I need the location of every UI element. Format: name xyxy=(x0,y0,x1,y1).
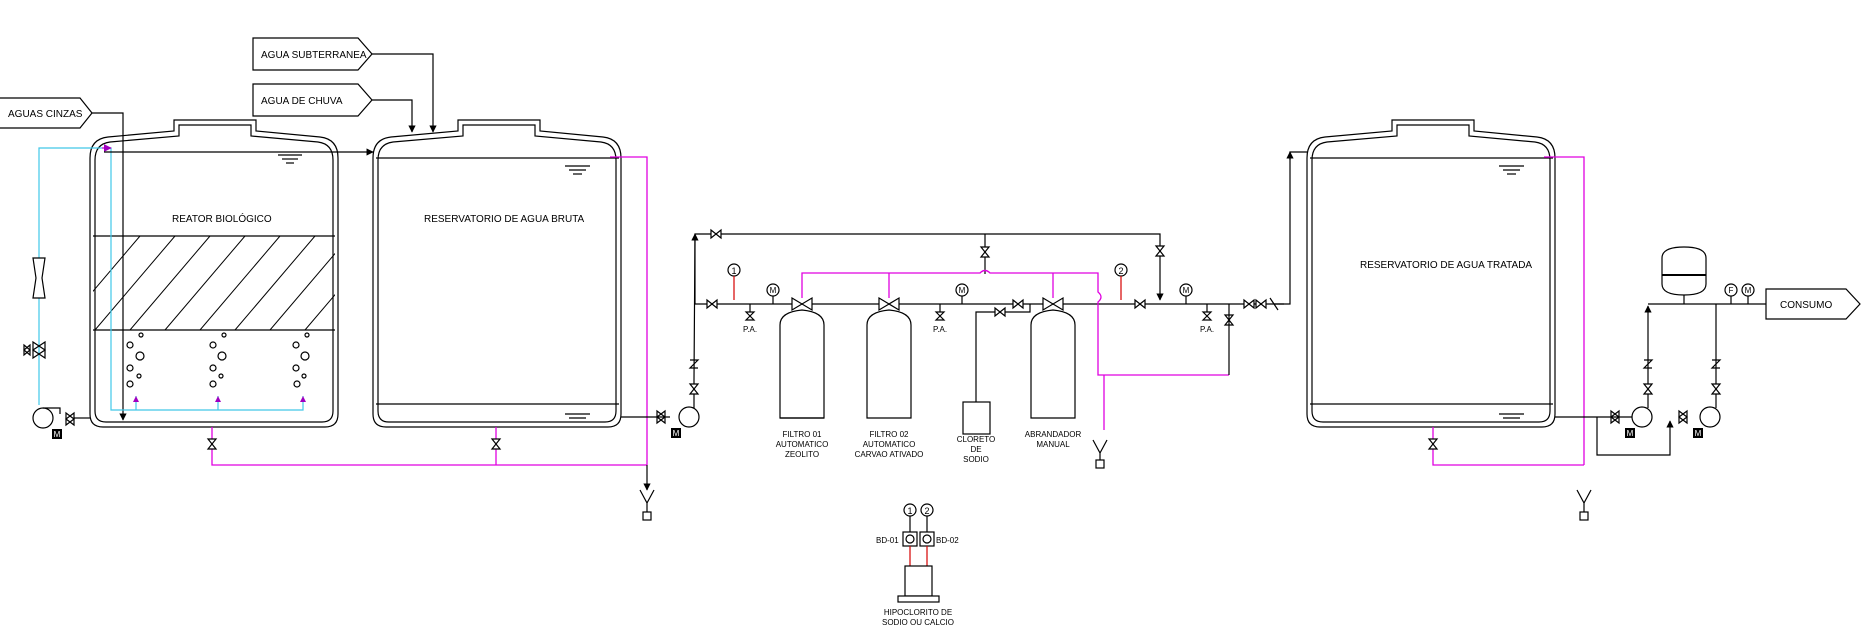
svg-text:FILTRO 01: FILTRO 01 xyxy=(783,430,823,439)
svg-text:CARVAO ATIVADO: CARVAO ATIVADO xyxy=(855,450,924,459)
svg-text:F: F xyxy=(1729,286,1734,295)
svg-text:CONSUMO: CONSUMO xyxy=(1780,300,1832,311)
svg-text:AUTOMATICO: AUTOMATICO xyxy=(776,440,829,449)
filtro-02: FILTRO 02 AUTOMATICO CARVAO ATIVADO xyxy=(855,309,924,459)
svg-text:HIPOCLORITO DE: HIPOCLORITO DE xyxy=(884,608,952,617)
drain-valve-reator[interactable] xyxy=(207,438,217,450)
tratada-overflow-line xyxy=(1544,156,1585,465)
svg-text:FILTRO 02: FILTRO 02 xyxy=(870,430,910,439)
to-tratada-pipe xyxy=(1160,151,1307,305)
svg-text:BD-01: BD-01 xyxy=(876,536,899,545)
subterranea-feed xyxy=(372,53,437,133)
chuva-feed xyxy=(372,99,416,133)
agua-de-chuva-tag: AGUA DE CHUVA xyxy=(252,83,373,117)
hipoclorito-dosing: 1 2 BD-01 BD-02 HIPOCLORITO DE SODIO OU … xyxy=(876,503,959,627)
abrandador-valve[interactable] xyxy=(1042,296,1064,312)
svg-text:AUTOMATICO: AUTOMATICO xyxy=(863,440,916,449)
svg-text:M: M xyxy=(1183,286,1190,295)
aguas-cinzas-feed xyxy=(92,112,127,421)
reator-biologico-tank: REATOR BIOLÓGICO xyxy=(89,119,339,428)
air-supply-line xyxy=(38,147,304,411)
drain-funnel-3 xyxy=(1092,439,1108,469)
bypass-pipe xyxy=(694,233,1164,304)
svg-text:SODIO: SODIO xyxy=(963,455,989,464)
svg-text:P.A.: P.A. xyxy=(1200,325,1214,334)
svg-text:M: M xyxy=(1745,286,1752,295)
agua-bruta-label: RESERVATORIO DE AGUA BRUTA xyxy=(424,214,585,225)
filtro-01: FILTRO 01 AUTOMATICO ZEOLITO xyxy=(776,309,829,459)
aguas-cinzas-tag: AGUAS CINZAS xyxy=(0,97,93,129)
svg-text:ABRANDADOR: ABRANDADOR xyxy=(1025,430,1082,439)
svg-text:2: 2 xyxy=(924,506,929,516)
agua-subterranea-tag: AGUA SUBTERRANEA xyxy=(252,37,373,71)
drain-valve-tratada[interactable] xyxy=(1428,438,1438,450)
air-valve[interactable] xyxy=(23,340,47,360)
svg-text:DE: DE xyxy=(970,445,981,454)
manometer-3: M xyxy=(1179,283,1193,304)
sample-point-1: 1 xyxy=(727,263,741,300)
pump-2[interactable]: M xyxy=(1625,406,1653,438)
air-flowmeter xyxy=(32,257,46,299)
bruta-overflow-line xyxy=(610,156,648,465)
hydropneumatic-tank xyxy=(1661,246,1707,304)
drain-collector-line xyxy=(211,427,647,466)
manometer-2: M xyxy=(955,283,969,304)
backwash-line xyxy=(801,269,1229,376)
svg-text:AGUA DE CHUVA: AGUA DE CHUVA xyxy=(261,96,343,107)
svg-text:SODIO OU CALCIO: SODIO OU CALCIO xyxy=(882,618,954,627)
svg-text:2: 2 xyxy=(1118,266,1123,276)
svg-text:M: M xyxy=(959,286,966,295)
drain-valve-bruta[interactable] xyxy=(491,438,501,450)
pump-1[interactable]: M xyxy=(671,406,700,438)
svg-text:P.A.: P.A. xyxy=(933,325,947,334)
svg-text:M: M xyxy=(770,286,777,295)
pa-3[interactable]: P.A. xyxy=(1200,304,1214,334)
agua-bruta-tank: RESERVATORIO DE AGUA BRUTA xyxy=(372,119,622,428)
flow-meter-f: F xyxy=(1724,283,1738,304)
abrandador-manual: ABRANDADOR MANUAL xyxy=(1025,309,1082,449)
agua-tratada-label: RESERVATORIO DE AGUA TRATADA xyxy=(1360,260,1532,271)
manometer-4: M xyxy=(1741,283,1755,304)
svg-text:M: M xyxy=(54,430,61,439)
svg-text:M: M xyxy=(1695,429,1702,438)
filtro-01-valve[interactable] xyxy=(791,296,813,312)
svg-text:P.A.: P.A. xyxy=(743,325,757,334)
svg-text:MANUAL: MANUAL xyxy=(1036,440,1070,449)
svg-text:M: M xyxy=(1627,429,1634,438)
agua-tratada-tank: RESERVATORIO DE AGUA TRATADA xyxy=(1306,119,1556,428)
pa-2[interactable]: P.A. xyxy=(933,304,947,334)
filtro-02-valve[interactable] xyxy=(878,296,900,312)
air-blower[interactable]: M xyxy=(32,407,90,439)
aeration-bubbles xyxy=(126,332,310,388)
consumo-tag: CONSUMO xyxy=(1765,288,1861,320)
svg-text:ZEOLITO: ZEOLITO xyxy=(785,450,819,459)
svg-text:M: M xyxy=(673,429,680,438)
svg-text:1: 1 xyxy=(907,506,912,516)
svg-text:1: 1 xyxy=(731,266,736,276)
cloreto-de-sodio-tank: CLORETO DE SODIO xyxy=(957,401,996,464)
manometer-1: M xyxy=(766,283,780,304)
pump-3[interactable]: M xyxy=(1693,406,1721,438)
pa-1[interactable]: P.A. xyxy=(743,304,757,334)
reator-label: REATOR BIOLÓGICO xyxy=(172,212,272,225)
svg-text:AGUAS CINZAS: AGUAS CINZAS xyxy=(8,109,83,120)
svg-text:AGUA SUBTERRANEA: AGUA SUBTERRANEA xyxy=(261,50,367,61)
drain-funnel-2 xyxy=(1576,489,1592,521)
cloreto-feed-line xyxy=(975,304,1031,402)
svg-text:CLORETO: CLORETO xyxy=(957,435,996,444)
svg-text:BD-02: BD-02 xyxy=(936,536,959,545)
drain-funnel-1 xyxy=(639,465,655,521)
sample-point-2: 2 xyxy=(1114,263,1128,300)
